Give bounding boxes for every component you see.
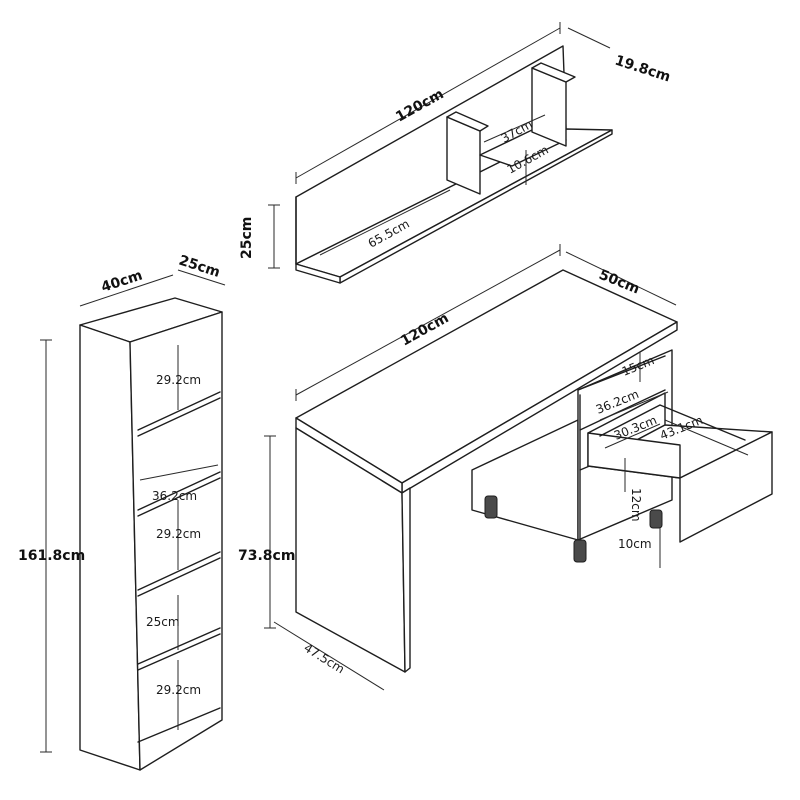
bookcase-shelf-2-front xyxy=(137,477,221,517)
bookcase-shelf-2-label: 36.2cm xyxy=(152,489,197,503)
desk-drawer-height-label: 12cm xyxy=(629,488,643,522)
bookcase-shelf-4-front xyxy=(137,633,221,671)
desk: 120cm 50cm 73.8cm 47.5cm 15cm 36.2cm 30.… xyxy=(238,244,773,691)
desk-height-label: 73.8cm xyxy=(238,548,295,564)
wall-shelf-left-end xyxy=(295,196,341,284)
bookcase-shelf-3-label: 29.2cm xyxy=(156,527,201,541)
bookcase-shelf-1-label: 29.2cm xyxy=(156,373,201,387)
desk-drawer-front xyxy=(679,431,773,543)
desk-leg-depth-label: 47.5cm xyxy=(301,641,347,677)
desk-left-leg-edge xyxy=(401,487,411,673)
desk-foot-height-label: 10cm xyxy=(618,537,652,551)
wall-shelf-depth-label: 19.8cm xyxy=(613,53,673,86)
desk-foot-1 xyxy=(484,495,498,519)
bookcase-shelf-3 xyxy=(137,551,221,591)
wall-shelf-right-upright-edge xyxy=(531,62,576,83)
bookcase-shelf-2 xyxy=(137,471,221,511)
desk-foot-3 xyxy=(649,509,663,529)
bookcase-shelf-4-label: 25cm xyxy=(146,615,180,629)
bookcase-shelf-4 xyxy=(137,627,221,665)
wall-shelf-height-label: 25cm xyxy=(239,217,255,259)
bookcase-back-panel xyxy=(129,311,223,771)
wall-shelf-divider-edge xyxy=(446,111,489,132)
bookcase: 40cm 25cm 161.8cm 29.2cm 36.2cm 29.2cm 2… xyxy=(18,253,226,771)
wall-shelf: 120cm 19.8cm 25cm 65.5cm 37cm 10.6cm xyxy=(239,22,673,284)
bookcase-shelf-5 xyxy=(137,707,221,743)
bookcase-height-label: 161.8cm xyxy=(18,548,85,564)
bookcase-shelf-1 xyxy=(137,391,221,431)
bookcase-shelf-5-label: 29.2cm xyxy=(156,683,201,697)
bookcase-shelf-1-front xyxy=(137,397,221,437)
bookcase-shelf-3-front xyxy=(137,557,221,597)
desk-foot-2 xyxy=(573,539,587,563)
